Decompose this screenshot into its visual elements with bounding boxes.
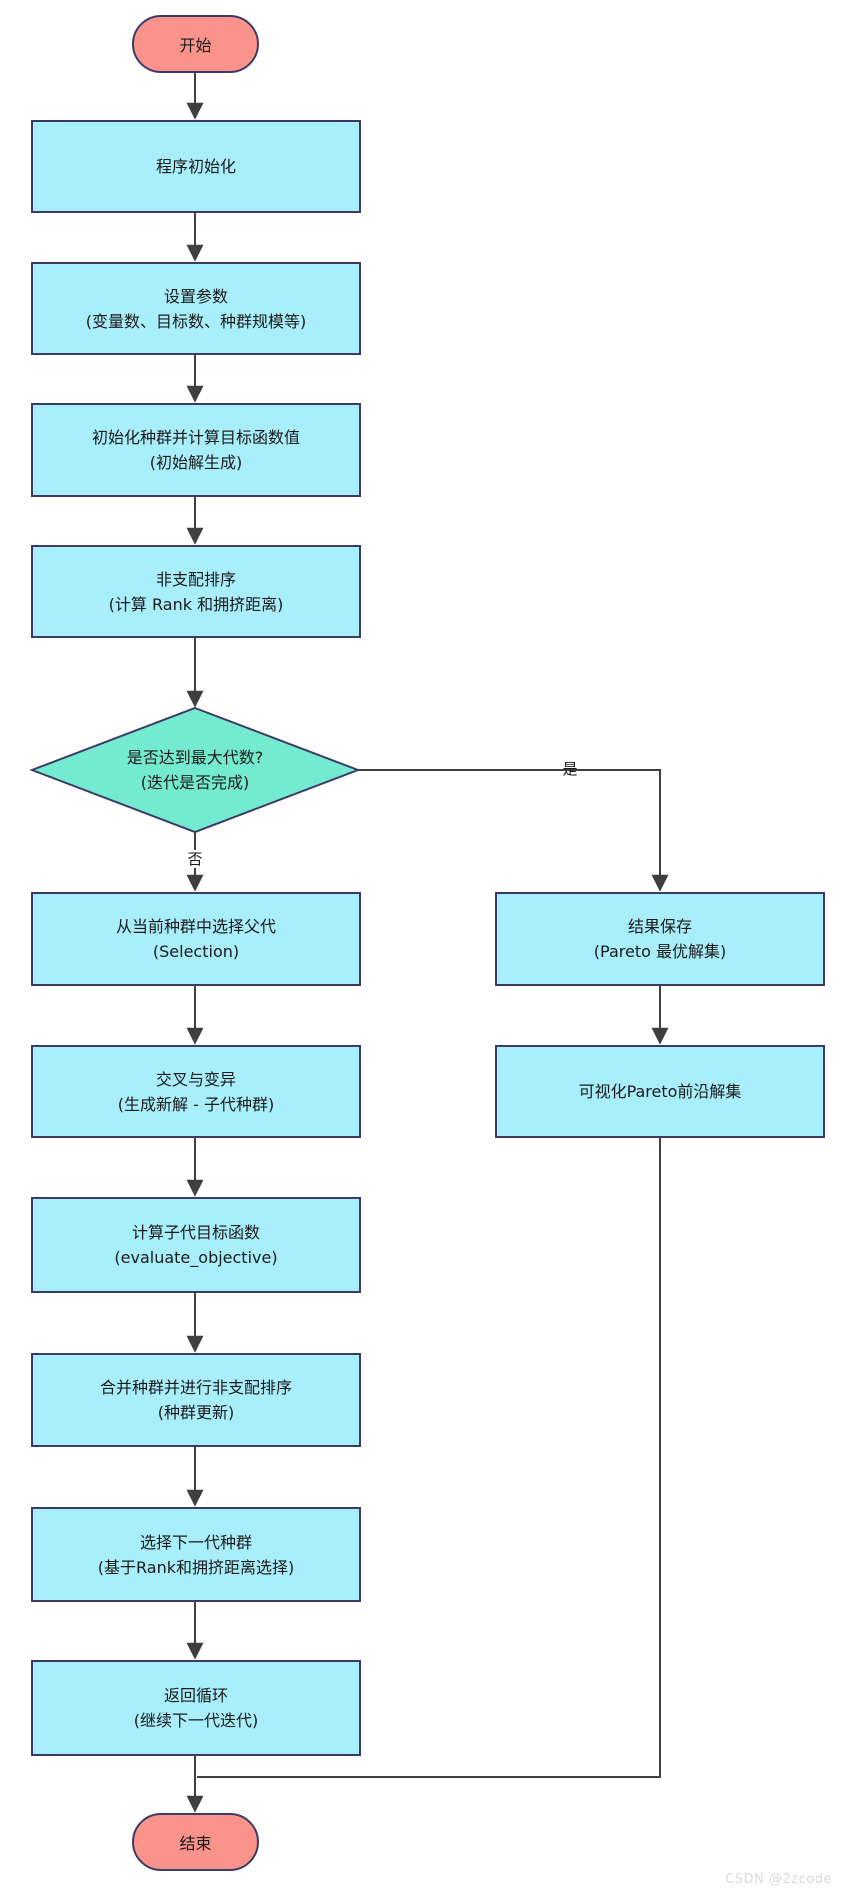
end-node: 结束 <box>132 1813 259 1871</box>
process-program-init: 程序初始化 <box>31 120 361 213</box>
edge-label-yes: 是 <box>562 760 578 778</box>
decision-label-line2: (迭代是否完成) <box>140 773 250 792</box>
process-evaluate-offspring: 计算子代目标函数 (evaluate_objective) <box>31 1197 361 1293</box>
process-label-line2: (生成新解 - 子代种群) <box>117 1094 275 1114</box>
process-label-line2: (Selection) <box>152 942 240 961</box>
process-save-results: 结果保存 (Pareto 最优解集) <box>495 892 825 986</box>
process-init-population: 初始化种群并计算目标函数值 (初始解生成) <box>31 403 361 497</box>
process-label-line1: 设置参数 <box>163 286 228 306</box>
process-nondominated-sort: 非支配排序 (计算 Rank 和拥挤距离) <box>31 545 361 638</box>
end-label: 结束 <box>179 1834 212 1853</box>
process-label-line2: (变量数、目标数、种群规模等) <box>85 311 307 331</box>
decision-label-line1: 是否达到最大代数? <box>126 748 264 767</box>
process-label-line1: 非支配排序 <box>155 569 236 589</box>
process-loop-back: 返回循环 (继续下一代迭代) <box>31 1660 361 1756</box>
watermark: CSDN @2zcode <box>725 1872 832 1887</box>
process-set-parameters: 设置参数 (变量数、目标数、种群规模等) <box>31 262 361 355</box>
process-select-parents: 从当前种群中选择父代 (Selection) <box>31 892 361 986</box>
process-label-line1: 计算子代目标函数 <box>131 1223 260 1242</box>
process-label-line2: (Pareto 最优解集) <box>593 942 727 961</box>
process-label: 可视化Pareto前沿解集 <box>578 1082 742 1101</box>
process-label-line1: 合并种群并进行非支配排序 <box>99 1378 292 1397</box>
process-label-line1: 结果保存 <box>627 917 692 936</box>
start-label: 开始 <box>179 36 212 55</box>
process-visualize-pareto: 可视化Pareto前沿解集 <box>495 1045 825 1138</box>
process-select-next-generation: 选择下一代种群 (基于Rank和拥挤距离选择) <box>31 1507 361 1602</box>
process-label-line1: 从当前种群中选择父代 <box>115 917 276 936</box>
process-label-line2: (基于Rank和拥挤距离选择) <box>97 1557 295 1577</box>
decision-max-generations: 是否达到最大代数? (迭代是否完成) <box>32 708 358 832</box>
process-label-line1: 返回循环 <box>163 1686 228 1705</box>
process-label-line2: (继续下一代迭代) <box>133 1711 259 1730</box>
process-label-line2: (种群更新) <box>157 1403 235 1422</box>
process-label-line2: (evaluate_objective) <box>114 1248 278 1267</box>
process-merge-sort: 合并种群并进行非支配排序 (种群更新) <box>31 1353 361 1447</box>
process-crossover-mutation: 交叉与变异 (生成新解 - 子代种群) <box>31 1045 361 1138</box>
edge-decision-yes-to-r1 <box>358 769 669 892</box>
process-label-line1: 初始化种群并计算目标函数值 <box>91 428 300 447</box>
start-node: 开始 <box>132 15 259 73</box>
process-label-line1: 交叉与变异 <box>155 1069 236 1089</box>
process-label-line1: 选择下一代种群 <box>139 1532 252 1552</box>
process-label-line2: (初始解生成) <box>149 453 243 472</box>
process-label: 程序初始化 <box>155 157 236 176</box>
edge-label-no: 否 <box>185 850 205 868</box>
process-label-line2: (计算 Rank 和拥挤距离) <box>108 594 284 614</box>
